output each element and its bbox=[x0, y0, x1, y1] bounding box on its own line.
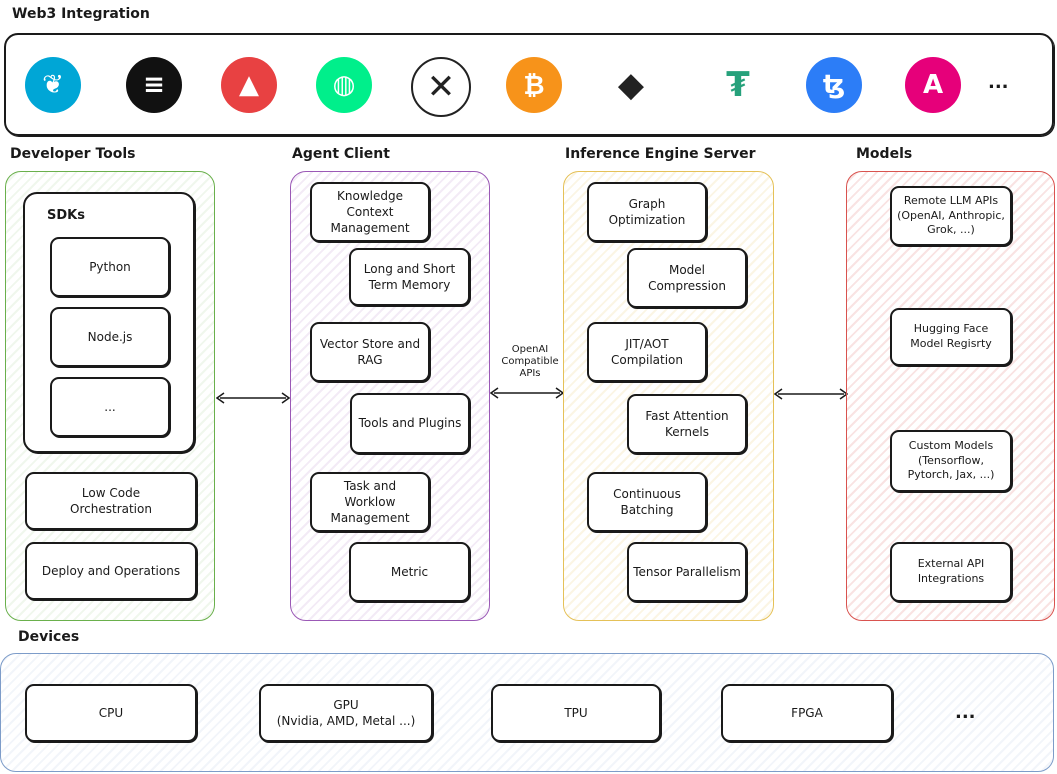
developer-tools-title: Developer Tools bbox=[10, 146, 136, 162]
web3-panel bbox=[4, 33, 1054, 136]
device-fpga: FPGA bbox=[721, 684, 893, 742]
devices-more: ... bbox=[955, 702, 976, 723]
sdks-label: SDKs bbox=[47, 208, 85, 223]
agent-client-title: Agent Client bbox=[292, 146, 390, 162]
low-code-orchestration: Low Code Orchestration bbox=[25, 472, 197, 530]
remote-llm-apis: Remote LLM APIs (OpenAI, Anthropic, Grok… bbox=[890, 186, 1012, 246]
bitcoin-icon: ₿ bbox=[506, 57, 562, 113]
openai-compatible-label: OpenAI Compatible APIs bbox=[501, 344, 559, 379]
sdk-python: Python bbox=[50, 237, 170, 297]
hugging-face-registry: Hugging Face Model Regisrty bbox=[890, 308, 1012, 366]
custom-models: Custom Models (Tensorflow, Pytorch, Jax,… bbox=[890, 430, 1012, 492]
graph-optimization: Graph Optimization bbox=[587, 182, 707, 242]
arrow-devtools-agent bbox=[216, 392, 290, 404]
continuous-batching: Continuous Batching bbox=[587, 472, 707, 532]
knowledge-context-management: Knowledge Context Management bbox=[310, 182, 430, 242]
model-compression: Model Compression bbox=[627, 248, 747, 308]
arrow-agent-inference bbox=[490, 387, 564, 399]
metric: Metric bbox=[349, 542, 470, 602]
avalanche-icon: ▲ bbox=[221, 57, 277, 113]
vector-store-rag: Vector Store and RAG bbox=[310, 322, 430, 382]
external-api-integrations: External API Integrations bbox=[890, 542, 1012, 602]
tether-icon: ₮ bbox=[710, 57, 766, 113]
device-gpu: GPU (Nvidia, AMD, Metal ...) bbox=[259, 684, 433, 742]
web3-title: Web3 Integration bbox=[12, 6, 150, 22]
devices-title: Devices bbox=[18, 629, 80, 645]
arrow-inference-models bbox=[774, 388, 848, 400]
0x-icon: ✕ bbox=[411, 57, 471, 117]
sdk-more: ... bbox=[50, 377, 170, 437]
jit-aot-compilation: JIT/AOT Compilation bbox=[587, 322, 707, 382]
web3-more: ... bbox=[988, 72, 1009, 93]
sdk-nodejs: Node.js bbox=[50, 307, 170, 367]
tools-and-plugins: Tools and Plugins bbox=[350, 393, 470, 454]
inference-engine-title: Inference Engine Server bbox=[565, 146, 756, 162]
tezos-icon: ꜩ bbox=[806, 57, 862, 113]
fast-attention-kernels: Fast Attention Kernels bbox=[627, 394, 747, 454]
astar-icon: A bbox=[905, 57, 961, 113]
solana-icon: ≡ bbox=[126, 57, 182, 113]
long-short-term-memory: Long and Short Term Memory bbox=[349, 248, 470, 306]
tensor-parallelism: Tensor Parallelism bbox=[627, 542, 747, 602]
ethereum-icon: ◆ bbox=[603, 57, 659, 113]
deploy-and-operations: Deploy and Operations bbox=[25, 542, 197, 600]
task-workflow-management: Task and Worklow Management bbox=[310, 472, 430, 532]
device-tpu: TPU bbox=[491, 684, 661, 742]
models-title: Models bbox=[856, 146, 913, 162]
flow-icon: ◍ bbox=[316, 57, 372, 113]
device-cpu: CPU bbox=[25, 684, 197, 742]
leaf-chain-icon: ❦ bbox=[25, 57, 81, 113]
